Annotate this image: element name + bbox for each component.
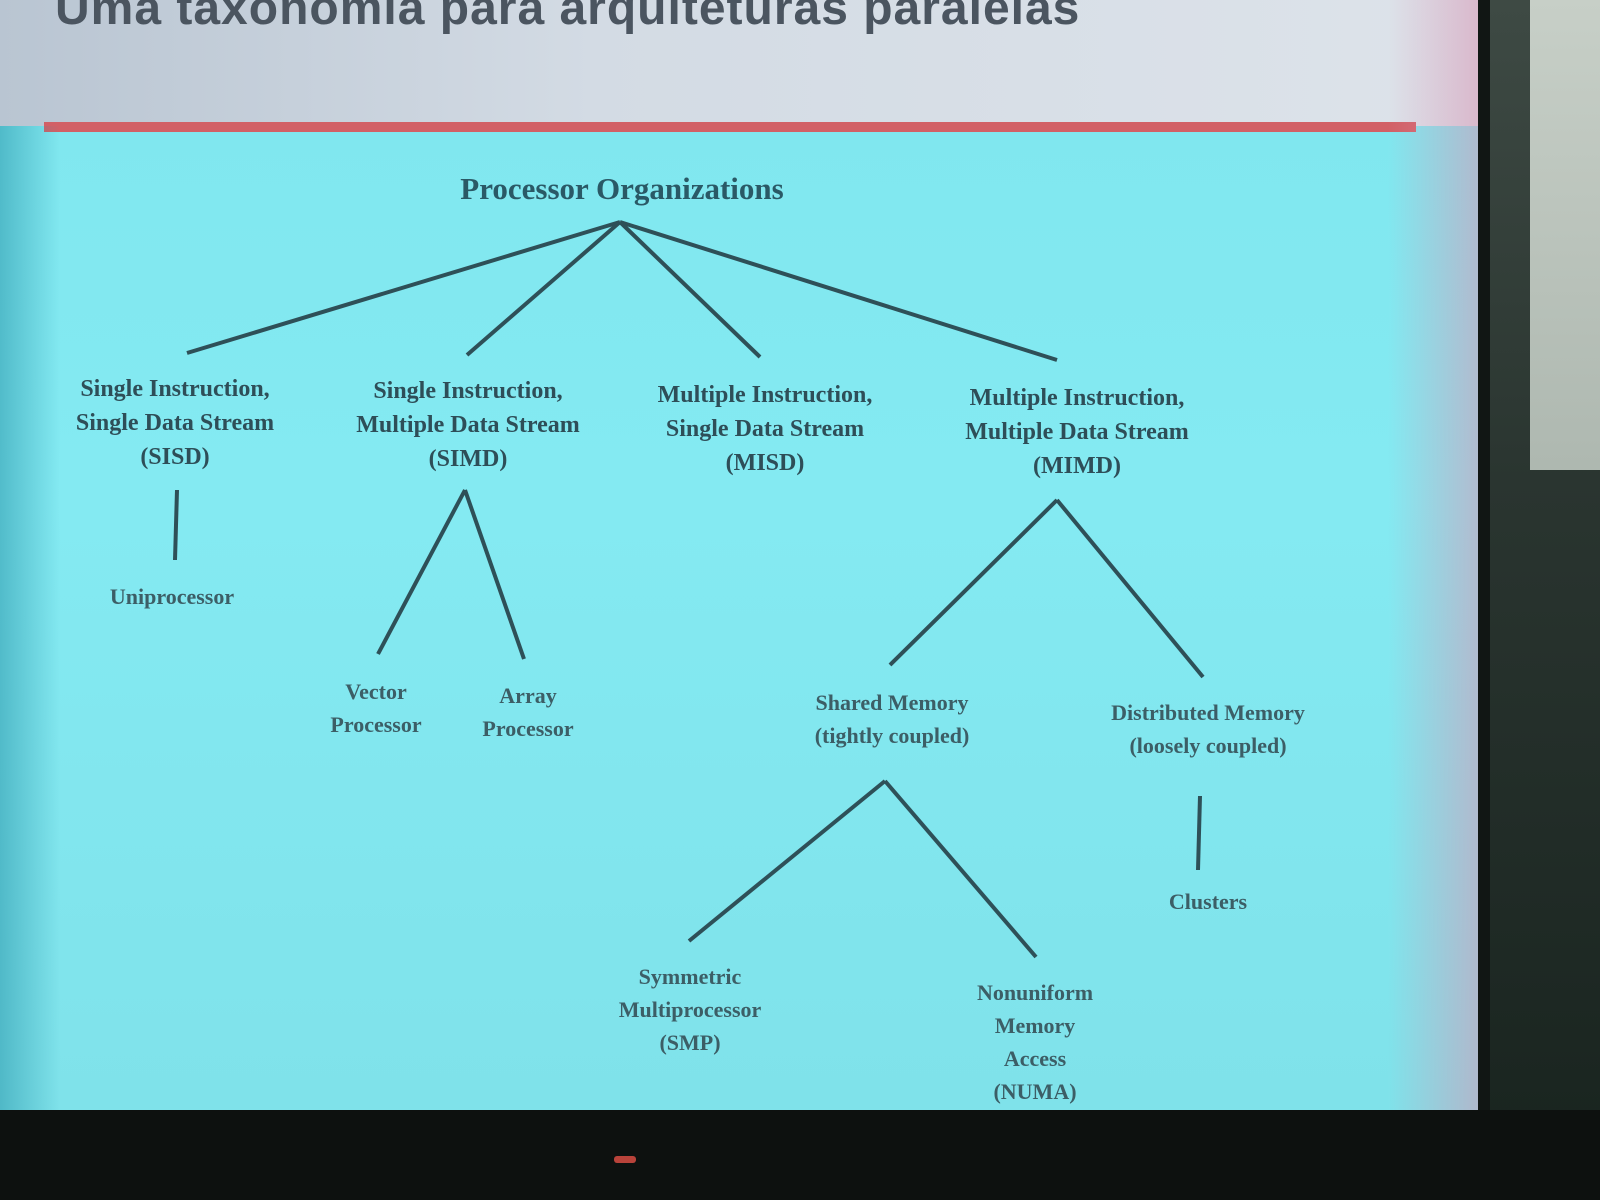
edge-simd-array [463, 489, 526, 660]
node-misd: Multiple Instruction, Single Data Stream… [657, 382, 873, 476]
edge-root-misd [618, 220, 762, 359]
slide-vignette-left [0, 126, 60, 1112]
projected-slide: Uma taxonomia para arquiteturas paralela… [0, 0, 1478, 1112]
power-indicator [614, 1156, 636, 1163]
title-rule [44, 122, 1416, 132]
taxonomy-edges [173, 220, 1205, 959]
edge-mimd-distributed [1055, 498, 1205, 679]
node-simd: Single Instruction, Multiple Data Stream… [356, 378, 580, 472]
wall-panel [1530, 0, 1600, 470]
edge-root-simd [465, 220, 622, 357]
slide-title: Uma taxonomia para arquiteturas paralela… [55, 0, 1081, 35]
node-processor-organizations: Processor Organizations [460, 171, 784, 206]
edge-shared-numa [883, 779, 1038, 959]
screen-bezel [0, 1110, 1600, 1200]
node-distributed-memory: Distributed Memory (loosely coupled) [1111, 700, 1305, 758]
node-numa: Nonuniform Memory Access (NUMA) [976, 980, 1094, 1104]
edge-distributed-clusters [1196, 795, 1202, 871]
node-smp: Symmetric Multiprocessor (SMP) [618, 964, 762, 1055]
edge-mimd-shared [888, 498, 1059, 667]
node-sisd: Single Instruction, Single Data Stream (… [75, 376, 275, 470]
node-vector-processor: Vector Processor [330, 679, 422, 737]
edge-simd-vector [376, 489, 467, 655]
node-shared-memory: Shared Memory (tightly coupled) [814, 690, 970, 748]
slide-header: Uma taxonomia para arquiteturas paralela… [0, 0, 1478, 126]
edge-root-sisd [186, 220, 621, 355]
node-array-processor: Array Processor [482, 683, 574, 741]
edge-root-mimd [619, 220, 1058, 362]
node-clusters: Clusters [1168, 889, 1248, 914]
node-uniprocessor: Uniprocessor [109, 584, 235, 609]
slide-vignette-right [1388, 0, 1478, 1112]
edge-shared-smp [687, 779, 887, 943]
edge-sisd-uniprocessor [173, 489, 179, 561]
node-mimd: Multiple Instruction, Multiple Data Stre… [965, 385, 1189, 479]
